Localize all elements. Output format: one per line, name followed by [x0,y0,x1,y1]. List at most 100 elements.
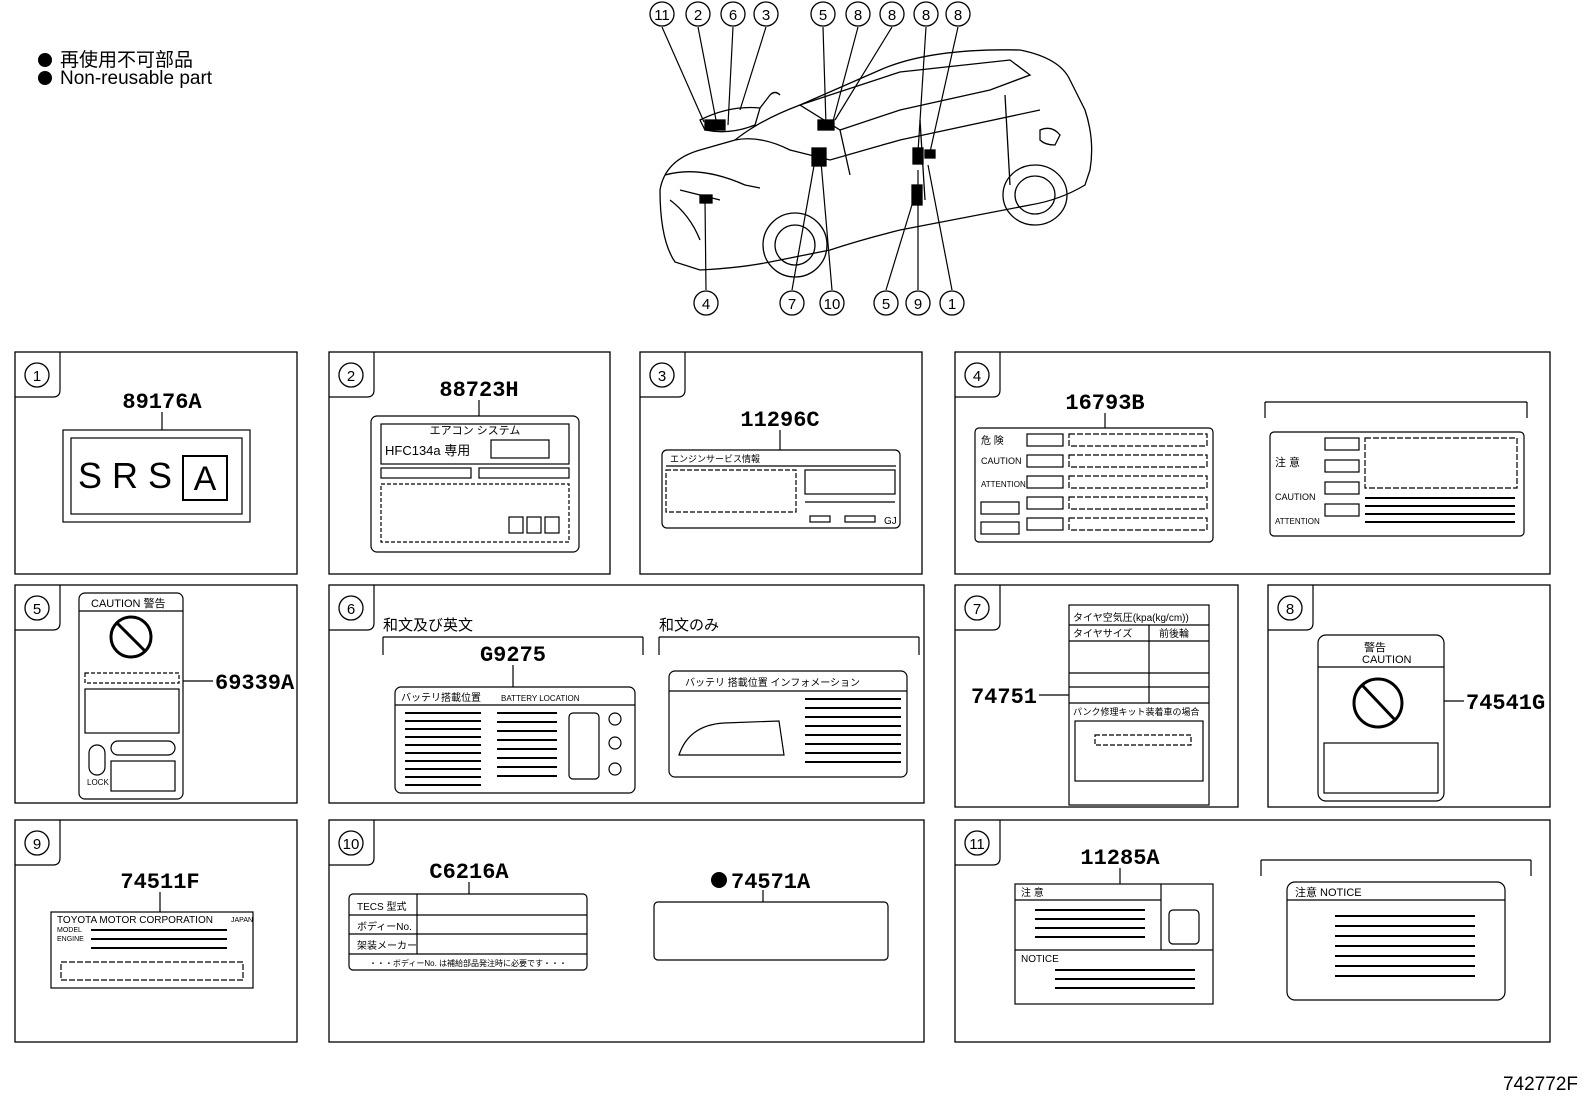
non-reusable-dot-icon [711,872,727,888]
overview-callout-1-circle [939,290,965,316]
label-shape [1068,475,1208,489]
label-text: タイヤサイズ [1073,627,1132,640]
part-number: 69339A [215,671,295,696]
label-shape [60,961,244,981]
label-text: BATTERY LOCATION [501,694,580,703]
panel-number: 6 [347,601,355,618]
overview-callout-1: 1 [948,296,956,313]
callout-dot-icon [608,762,622,776]
panel-border [954,819,1551,1043]
panel-7: 7タイヤ空気圧(kpa(kg/cm))タイヤサイズ前後輪パンク修理キット装着車の… [954,584,1239,808]
label-shape [348,893,588,971]
label-shape [1364,437,1518,489]
leader-line [822,26,827,126]
label-shape [661,449,901,529]
panel-border [328,351,611,575]
callout-dot-icon [608,736,622,750]
part-number: 74541G [1466,691,1545,716]
label-shape [974,427,1214,543]
label-shape [1068,604,1210,806]
label-shape [1323,742,1439,794]
leader-line [697,26,717,121]
label-text: 警告 [1364,640,1386,654]
no-touch-icon [1352,677,1404,729]
overview-callout-11: 11 [654,7,670,24]
overview-callout-4: 4 [702,296,710,313]
label-text: 注意 NOTICE [1295,885,1362,899]
panel-number-circle [1277,595,1303,621]
overview-callout-3-circle [753,1,779,27]
label-text: CAUTION [981,456,1022,466]
panel-border [14,351,298,575]
overview-callout-9-circle [905,290,931,316]
leader-line [831,26,859,126]
label-text: JAPAN [231,917,253,924]
label-shape [110,740,176,756]
panel-tab [640,352,686,398]
panel-tab [15,352,61,398]
panel-number-circle [964,595,990,621]
label-shape [653,901,889,961]
overview-callout-5-circle [873,290,899,316]
overview-callout-2-circle [685,1,711,27]
overview-callout-2: 2 [694,7,702,24]
label-text: 和文及び英文 [383,616,473,634]
label-shape [394,686,636,794]
overview-callout-3: 3 [762,7,770,24]
non-reusable-dot-icon [38,53,52,67]
non-reusable-dot-icon [38,71,52,85]
label-shape [84,672,180,684]
label-shape [665,469,797,513]
label-shape [380,423,570,465]
label-line [115,621,147,653]
overview-callout-8-circle [879,1,905,27]
overview-callout-6: 6 [729,7,737,24]
label-shape [1068,433,1208,447]
panel-border [328,819,925,1043]
overview-callout-10: 10 [824,296,841,313]
panel-number-circle [24,595,50,621]
label-shape [568,712,600,780]
panel-tab [15,820,61,866]
legend-en: Non-reusable part [38,68,212,90]
label-text: TECS 型式 [357,900,406,913]
label-shape [1324,459,1360,473]
panel-tab [329,585,375,631]
overview-callout-4-circle [693,290,719,316]
label-shape [182,455,228,501]
label-shape [110,760,176,792]
label-shape [1324,437,1360,451]
panel-number-circle [964,830,990,856]
legend-jp: 再使用不可部品 [38,45,193,72]
panel-tab [329,352,375,398]
label-shape [78,592,184,800]
overview-callout-7: 7 [788,296,796,313]
overview-callout-8: 8 [954,7,962,24]
label-shape [1074,720,1204,782]
label-text: エアコン システム [430,424,521,437]
panel-number-circle [24,362,50,388]
panel-tab [955,820,1001,866]
srs-letter: A [194,460,217,498]
label-shape [84,688,180,734]
panel-number: 3 [658,368,666,385]
label-shape [88,744,106,776]
label-text: バッテリ 搭載位置 インフォメーション [685,676,860,689]
label-text: ・・・ボディーNo. は補給部品発注時に必要です・・・ [369,958,567,968]
label-text: バッテリ搭載位置 [401,691,481,704]
label-shape [1286,881,1506,1001]
panel-number-circle [338,830,364,856]
overview-callout-11-circle [649,1,675,27]
label-text: ボディーNo. [357,920,412,933]
part-number: 74751 [971,685,1037,710]
label-text: 和文のみ [659,617,719,634]
